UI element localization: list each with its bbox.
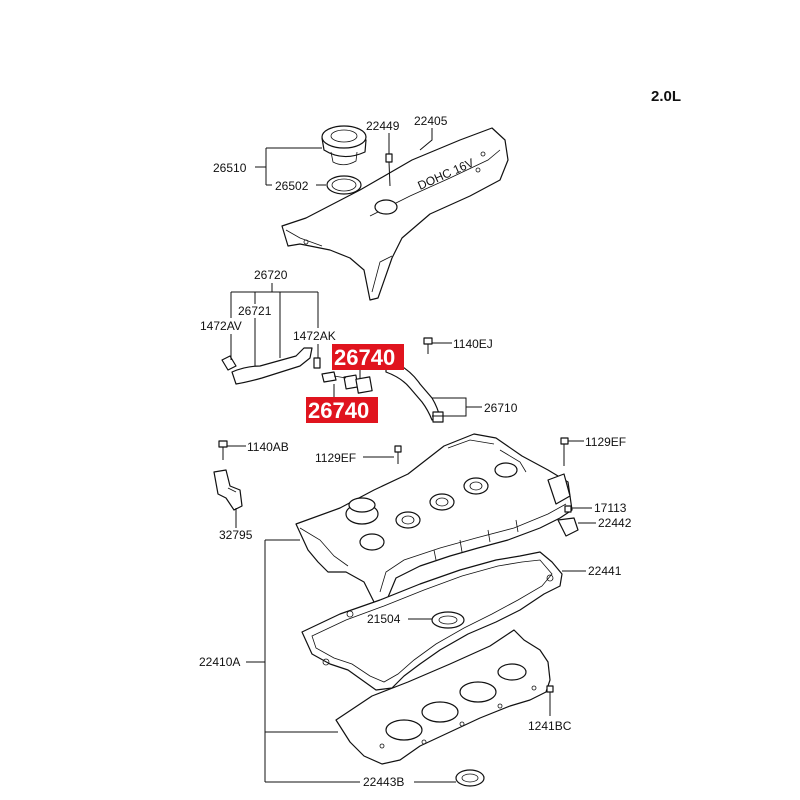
bolt-1140EJ bbox=[423, 337, 433, 354]
label-26510: 26510 bbox=[213, 161, 247, 175]
bolt-1140AB bbox=[218, 440, 228, 460]
label-26710: 26710 bbox=[484, 401, 518, 415]
label-22449: 22449 bbox=[366, 119, 400, 133]
leader-lines bbox=[227, 128, 596, 783]
label-1140AB: 1140AB bbox=[247, 440, 289, 454]
label-1472AV: 1472AV bbox=[200, 319, 242, 333]
pcv-valve-26740 bbox=[321, 371, 373, 394]
hyundai-logo-icon bbox=[374, 199, 398, 215]
grommet-22443B bbox=[455, 769, 485, 787]
engine-size-label: 2.0L bbox=[651, 88, 681, 105]
oil-filler-cap-gasket bbox=[326, 175, 362, 195]
label-1241BC: 1241BC bbox=[528, 719, 572, 733]
clip-1472AK bbox=[313, 357, 321, 369]
label-26721: 26721 bbox=[238, 304, 272, 318]
seal-17113 bbox=[564, 505, 572, 513]
bracket-32795 bbox=[213, 469, 243, 511]
baffle-plate bbox=[335, 629, 551, 765]
oil-filler-cap bbox=[321, 125, 367, 166]
engine-cover: DOHC 16V bbox=[281, 127, 509, 301]
label-22443B: 22443B bbox=[363, 775, 404, 789]
bolt-1129EF-left bbox=[394, 445, 402, 464]
label-21504: 21504 bbox=[367, 612, 401, 626]
label-22441: 22441 bbox=[588, 564, 622, 578]
label-1129EF-left: 1129EF bbox=[315, 451, 356, 465]
label-22442: 22442 bbox=[598, 516, 632, 530]
label-26720: 26720 bbox=[254, 268, 288, 282]
label-26502: 26502 bbox=[275, 179, 309, 193]
label-1472AK: 1472AK bbox=[293, 329, 336, 343]
pcv-hose-26710 bbox=[385, 363, 444, 423]
plug-22442 bbox=[557, 517, 579, 537]
label-26740-bottom: 26740 bbox=[308, 398, 369, 423]
rocker-cover bbox=[295, 433, 573, 607]
label-22405: 22405 bbox=[414, 114, 448, 128]
breather-hose-26721 bbox=[221, 347, 313, 385]
label-17113: 17113 bbox=[594, 501, 627, 515]
label-22410A: 22410A bbox=[199, 655, 240, 669]
bolt-1129EF-right bbox=[560, 437, 569, 466]
highlight-26740-bottom bbox=[306, 397, 378, 423]
bolt-1241BC bbox=[546, 685, 554, 706]
label-32795: 32795 bbox=[219, 528, 253, 542]
highlight-26740-top bbox=[332, 344, 404, 370]
label-1140EJ: 1140EJ bbox=[453, 337, 493, 351]
spark-plug-seal-21504 bbox=[431, 611, 465, 629]
label-1129EF-right: 1129EF bbox=[585, 435, 626, 449]
label-26740-top: 26740 bbox=[334, 345, 395, 370]
